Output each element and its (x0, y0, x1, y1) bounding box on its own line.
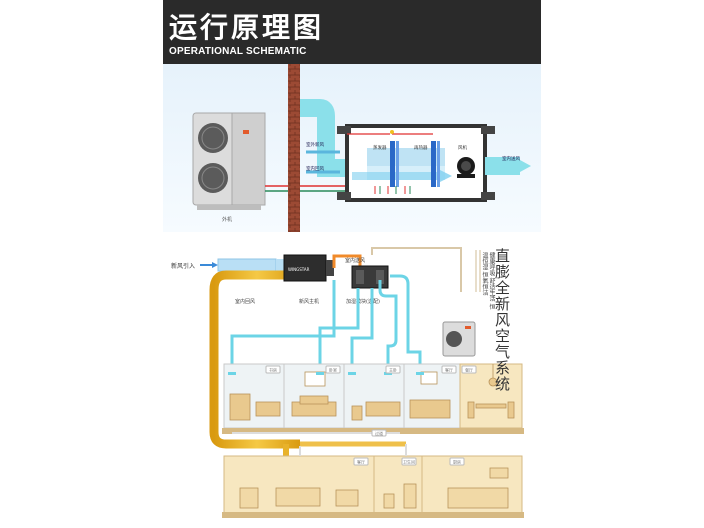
air-handler-unit (337, 124, 495, 202)
fresh-air-intake-label: 新风引入 (171, 262, 195, 270)
supply-label: 室内送风 (502, 155, 520, 162)
house-top-floor (222, 363, 524, 434)
page-subtitle: OPERATIONAL SCHEMATIC (169, 46, 307, 57)
fan-label: 风机 (458, 144, 467, 151)
control-wire (371, 247, 462, 292)
room-tag-5: 餐厅 (465, 367, 473, 373)
side-title: 直膨全新风空气系统 (493, 248, 511, 392)
room-tag-3: 主卧 (389, 367, 397, 373)
corridor-tag: 过道 (375, 430, 383, 436)
room-tag-4: 客厅 (445, 367, 453, 373)
room-tag-2: 卧室 (329, 367, 337, 373)
main-unit (283, 254, 334, 282)
indoor-return-lower-label: 室内回风 (235, 298, 255, 305)
orange-connector (332, 254, 362, 268)
room-tag-7: 卫生间 (403, 459, 415, 465)
room-tag-6: 客厅 (357, 459, 365, 465)
evaporator-label: 蒸发器 (373, 144, 387, 151)
intake-duct (217, 258, 277, 272)
outdoor-unit-small (442, 321, 476, 357)
indoor-return-label: 室内回风 (306, 165, 324, 172)
brick-wall (288, 64, 300, 232)
reheater-label: 再热器 (414, 144, 428, 151)
house-bottom-floor (222, 455, 524, 518)
fresh-air-duct (300, 99, 345, 177)
main-unit-brand: WINGSTAR (288, 267, 310, 272)
outdoor-air-label: 室外新风 (306, 141, 324, 148)
room-tag-1: 书房 (269, 367, 277, 373)
main-unit-label: 新风主机 (299, 298, 319, 305)
indoor-supply-label: 室内送风 (345, 257, 365, 264)
room-tag-8: 厨房 (453, 459, 461, 465)
room-tags-top (265, 365, 477, 374)
side-note: 健康呼吸 舒适生活 恒温恒湿 恒氧恒洁 (481, 252, 495, 310)
header-bar (163, 0, 541, 64)
page-title: 运行原理图 (169, 11, 325, 44)
wall-picture (304, 371, 326, 387)
outdoor-unit (192, 112, 266, 210)
furniture-bottom (239, 467, 509, 509)
furniture-top (229, 393, 515, 421)
return-air-duct (209, 270, 300, 449)
outdoor-unit-label: 外机 (222, 216, 232, 223)
supply-ducts (230, 274, 422, 372)
humidifier-label: 加湿模块(选配) (346, 298, 380, 305)
